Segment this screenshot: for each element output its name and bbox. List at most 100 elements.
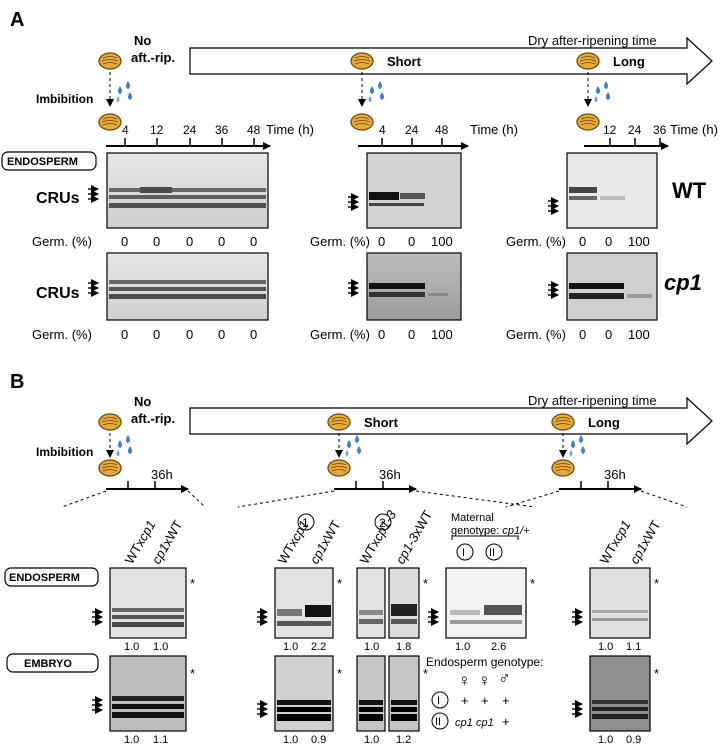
germ-value: 100 [431,234,453,249]
short-label-b: Short [364,415,399,430]
arrow-icon [348,197,358,207]
arrow-icon [257,704,267,714]
water-drops-icon [345,435,361,456]
gel-endo-noafr [109,567,187,639]
no-afr-label-1: No [134,394,151,409]
germ-label: Germ. (%) [506,327,566,342]
gel-bands [359,700,417,721]
timeline-arrow-a [189,36,713,86]
tick-label: 24 [183,123,197,137]
arrow-icon [88,283,98,293]
value: 1.1 [626,641,641,653]
arrow-icon [548,201,558,211]
germ-label: Germ. (%) [32,234,92,249]
time-axis-b-no-afr: 36h [61,467,206,508]
gel-emb-noafr [109,655,187,732]
crus-label: CRUs [36,190,80,207]
tick-label: 48 [435,123,449,137]
value: 2.6 [491,641,506,653]
asterisk: * [337,666,342,681]
seed-icon [98,113,122,131]
gel-bands [569,283,652,299]
tick-label: 24 [405,123,419,137]
circle-II: II [431,712,449,730]
plus: + [502,693,510,708]
long-label-a: Long [613,54,645,69]
endosperm-box [4,567,99,587]
imbibition-label-a: Imbibition [36,92,93,106]
arrow-icon [572,612,582,622]
germ-label: Germ. (%) [32,327,92,342]
germ-value: 0 [186,327,193,342]
asterisk: * [190,576,195,591]
asterisk: * [190,666,195,681]
tick-36h: 36h [379,467,401,482]
water-drops-icon [368,81,384,102]
value: 1.2 [396,734,411,746]
circle-1: 1 [297,513,315,531]
asterisk: * [654,666,659,681]
germ-label: Germ. (%) [310,234,370,249]
water-drops-icon [116,81,132,102]
tick-label: 36 [215,123,229,137]
seed-icon [350,52,374,70]
wt-label: WT [672,178,707,203]
short-label-a: Short [387,54,422,69]
value: 1.0 [283,641,298,653]
germ-value: 0 [605,234,612,249]
gel-endo-short2b [388,567,420,639]
gel-endo-short2 [356,567,386,639]
no-afr-label-2: aft.-rip. [131,411,175,426]
gel-bands [592,610,648,621]
no-afr-label-2: aft.-rip. [131,50,175,65]
seed-icon [350,113,374,131]
gel-bands [112,696,184,718]
arrow-icon [428,612,438,622]
svg-text:2: 2 [379,516,386,530]
embryo-box [6,653,99,673]
genotype-cp1: cp1 [455,717,473,729]
germ-value: 100 [431,327,453,342]
germ-value: 0 [186,234,193,249]
seed-icon [327,413,351,431]
gel-bands [277,700,331,721]
germ-value: 0 [121,234,128,249]
arrow-icon [548,285,558,295]
value: 1.8 [396,641,411,653]
gel-bands [369,192,425,206]
gel-bands [592,700,648,719]
germ-value: 0 [218,234,225,249]
maternal-genotype-label-2: genotype: cp1/+ [451,525,530,537]
asterisk: * [423,576,428,591]
svg-text:II: II [435,716,441,728]
asterisk: * [530,576,535,591]
germ-value: 100 [628,327,650,342]
female-symbol: ♀ [458,671,471,690]
gel-bands [109,187,266,208]
time-axis-no-afr: 4 12 24 36 48 [106,123,271,150]
value: 1.0 [283,734,298,746]
circle-I: I [456,543,474,561]
germ-value: 0 [579,234,586,249]
circle-I: I [431,691,449,709]
value: 1.1 [153,734,168,746]
tick-label: 12 [150,123,164,137]
water-drops-icon [594,81,610,102]
value: 2.2 [311,641,326,653]
gel-bands [450,605,522,624]
svg-text:I: I [462,547,465,559]
tick-label: 12 [603,123,617,137]
asterisk: * [337,576,342,591]
svg-text:II: II [489,547,495,559]
genotype-cp1: cp1 [476,717,494,729]
col-label-cp1-3-wt: cp1-3xWT [393,508,436,567]
germ-label: Germ. (%) [310,327,370,342]
panel-a-letter: A [10,9,24,31]
endosperm-box [1,151,97,171]
germ-value: 0 [121,327,128,342]
plus: + [502,714,510,729]
endosperm-label-a: ENDOSPERM [7,156,78,168]
gel-bands [569,187,625,200]
arrow-icon [572,704,582,714]
